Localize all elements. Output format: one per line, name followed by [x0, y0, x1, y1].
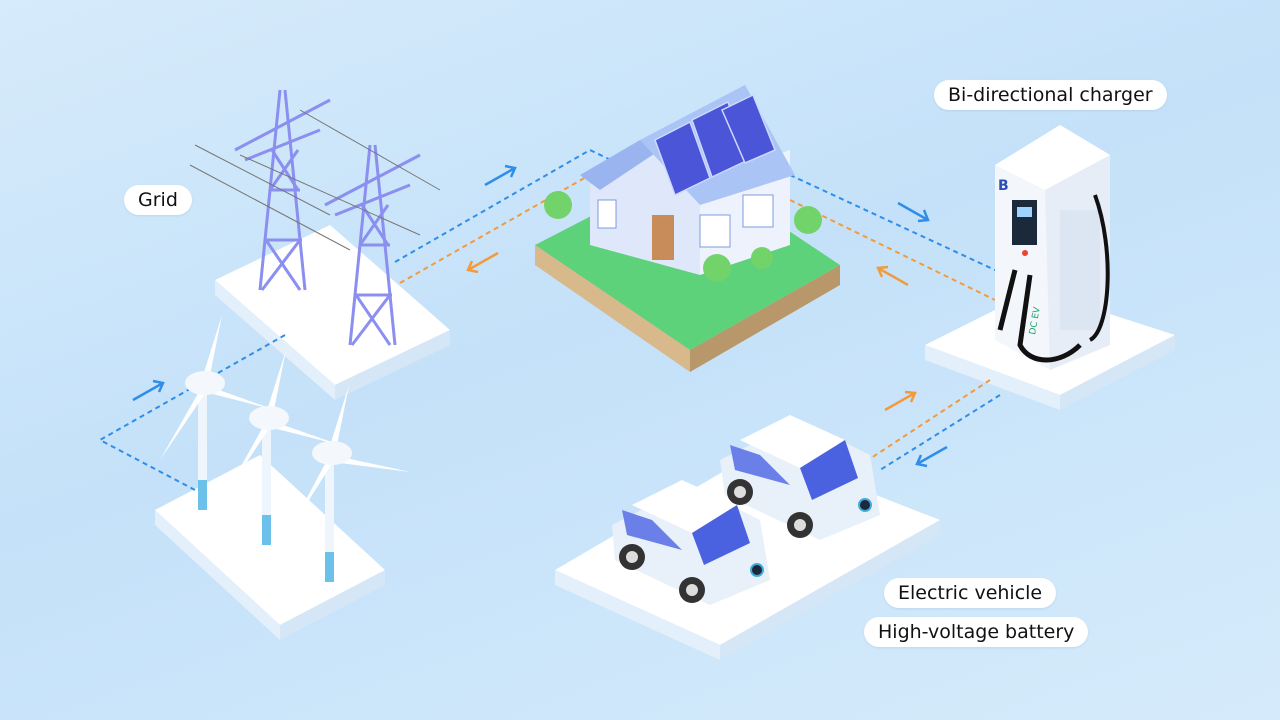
flow-arrows: [132, 164, 948, 468]
grid-label: Grid: [124, 185, 192, 215]
solar-house-icon: [535, 85, 840, 372]
charger-logo: B: [998, 178, 1009, 194]
arrow-to-charger-from-ev-icon: [884, 390, 917, 412]
bidirectional-charger-icon: B DC EV: [995, 125, 1110, 370]
arrow-to-house-icon: [484, 164, 517, 187]
wind-turbine-icon: [160, 315, 410, 582]
transmission-tower-icon: [189, 89, 441, 346]
arrow-from-wind-icon: [132, 379, 165, 402]
arrow-to-grid-icon: [466, 251, 499, 274]
charger-label: Bi-directional charger: [934, 80, 1167, 110]
charger-side-text: DC EV: [1028, 305, 1043, 335]
arrow-to-charger-icon: [897, 201, 930, 223]
arrow-to-house-from-charger-icon: [876, 265, 909, 287]
arrow-to-ev-icon: [915, 445, 948, 468]
battery-label: High-voltage battery: [864, 617, 1089, 647]
ev-label: Electric vehicle: [884, 578, 1057, 608]
electric-vehicle-icon: [612, 415, 880, 605]
